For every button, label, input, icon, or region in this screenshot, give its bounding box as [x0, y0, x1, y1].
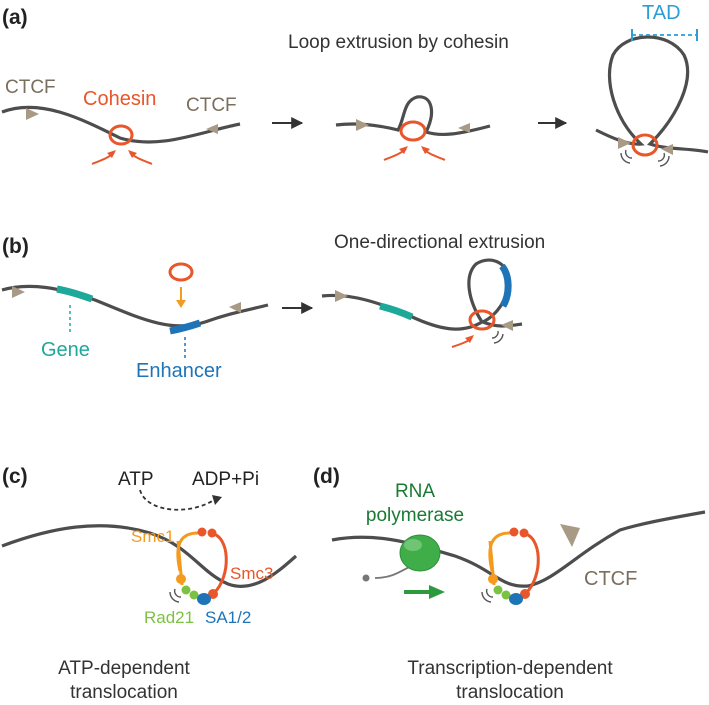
rna-end-icon [362, 574, 370, 582]
enhancer-label: Enhancer [136, 360, 222, 382]
smc1-head [509, 527, 519, 537]
ctcf-site-icon [12, 286, 25, 298]
rna-polymerase [399, 534, 441, 572]
panel-a-label: (a) [2, 6, 28, 29]
cohesin-complex [176, 527, 228, 605]
panel-b-diagram [1, 258, 523, 360]
ctcf-label-right: CTCF [186, 95, 237, 116]
rad21-subunit [501, 590, 511, 600]
adp-label: ADP+Pi [192, 469, 260, 490]
cohesin-direction-arrowhead [465, 335, 474, 343]
dna-strand [1, 105, 241, 144]
rad21-subunit [189, 590, 199, 600]
dna-strand [321, 258, 523, 331]
tad-label: TAD [642, 2, 681, 24]
cohesin-direction-arrowhead [399, 146, 408, 154]
panel-b-title: One-directional extrusion [334, 232, 546, 253]
tad-bracket [631, 29, 698, 41]
ctcf-site-icon [26, 108, 39, 120]
panel-a-title: Loop extrusion by cohesin [288, 32, 509, 53]
cohesin-ring [399, 120, 427, 142]
gene-label: Gene [41, 339, 90, 361]
cohesin-loading-arrowhead [176, 300, 186, 308]
rna-polymerase-label-line1: RNA [394, 481, 436, 502]
cohesin-ring [468, 309, 496, 331]
smc3-label: Smc3 [230, 564, 274, 583]
ctcf-site-icon [560, 524, 580, 547]
dna-strand [595, 35, 709, 154]
sa-subunit [509, 593, 523, 605]
rad21-label: Rad21 [144, 608, 195, 627]
panel-c-caption-line1: ATP-dependent [58, 658, 190, 679]
cohesin-ring [168, 262, 194, 282]
ctcf-site-icon [458, 123, 470, 133]
smc1-head [197, 527, 207, 537]
smc3-head [519, 528, 529, 538]
rad21-subunit [493, 585, 503, 595]
ctcf-cohesin-contact-icon [491, 330, 504, 344]
smc3-arm [209, 531, 228, 595]
cohesin-direction-arrowhead [128, 150, 137, 158]
sa-label: SA1/2 [205, 608, 252, 627]
ctcf-cohesin-contact-icon [620, 149, 633, 164]
panel-a-diagram [1, 29, 709, 167]
panel-d-caption-line2: translocation [456, 681, 564, 703]
smc1-hinge [176, 574, 186, 584]
ctcf-label: CTCF [584, 568, 638, 590]
smc1-label: Smc1 [131, 527, 175, 546]
dna-strand [335, 95, 491, 137]
panel-b-label: (b) [2, 235, 29, 258]
ctcf-site-icon [661, 144, 673, 155]
smc3-head [207, 528, 217, 538]
gene-segment [379, 302, 414, 321]
ctcf-site-icon [229, 302, 241, 313]
enhancer-segment [499, 263, 512, 308]
cohesin-ring [108, 124, 134, 146]
smc3-head [208, 589, 218, 599]
atp-label: ATP [118, 469, 154, 490]
ctcf-cohesin-contact-icon [657, 152, 670, 167]
ctcf-cohesin-contact-icon [169, 588, 182, 603]
ctcf-site-icon [206, 124, 218, 134]
cohesin-direction-arrowhead [421, 146, 430, 154]
smc3-head [520, 589, 530, 599]
ctcf-site-icon [356, 119, 369, 131]
cohesin-complex [488, 527, 540, 605]
panel-d-label: (d) [313, 465, 340, 488]
ctcf-site-icon [335, 290, 348, 302]
sa-subunit [197, 593, 211, 605]
panel-c-label: (c) [2, 465, 28, 488]
panel-d-caption-line1: Transcription-dependent [407, 658, 613, 679]
rna-polymerase-highlight [404, 539, 422, 551]
smc1-hinge [488, 574, 498, 584]
ctcf-cohesin-contact-icon [481, 588, 494, 603]
ctcf-label-left: CTCF [5, 77, 56, 98]
panel-d-diagram [331, 510, 706, 605]
panel-c-caption-line2: translocation [70, 681, 178, 703]
cohesin-label: Cohesin [83, 88, 157, 110]
panel-c-diagram [1, 489, 298, 605]
ctcf-site-icon [618, 137, 631, 149]
cohesin-direction-arrowhead [107, 150, 116, 158]
rad21-subunit [181, 585, 191, 595]
polymerase-direction-arrowhead [429, 585, 445, 599]
dna-strand [1, 524, 298, 588]
enhancer-segment [169, 319, 202, 335]
dna-strand [1, 284, 269, 328]
gene-segment [56, 285, 94, 303]
rna-polymerase-label-line2: polymerase [365, 504, 465, 526]
atp-hydrolysis-arrowhead [212, 495, 222, 505]
cohesin-ring [631, 133, 659, 157]
atp-hydrolysis-arrow [139, 489, 215, 511]
ctcf-site-icon [501, 320, 513, 331]
